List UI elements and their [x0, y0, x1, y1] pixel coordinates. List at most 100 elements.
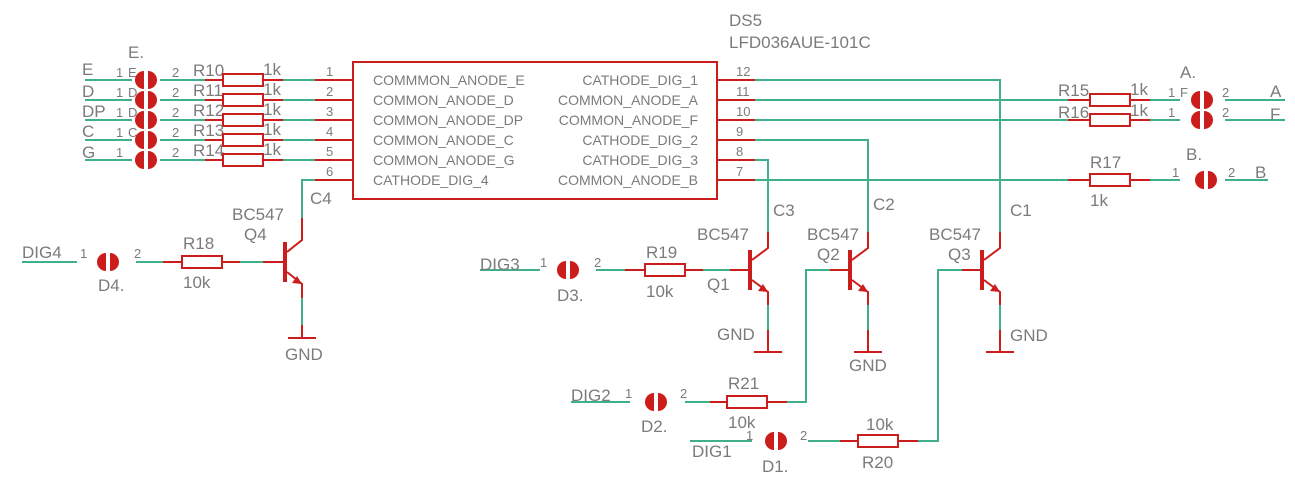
solder-jumper [1191, 91, 1213, 109]
net-label: E [82, 60, 93, 79]
jumper-pin: 1 [116, 85, 123, 100]
pin-name: CATHODE_DIG_3 [582, 152, 698, 168]
dig2-stage: DIG2 1 2 D2. R21 10k BC547 Q2 C2 GND [571, 195, 895, 436]
jumper-pin: 2 [800, 428, 807, 443]
solder-jumper [765, 432, 787, 450]
jumper-pin: 1 [116, 65, 123, 80]
pin-name: COMMMON_ANODE_E [373, 72, 525, 88]
wires [22, 79, 1285, 442]
ground-symbol [854, 330, 882, 353]
display-model: LFD036AUE-101C [729, 33, 871, 52]
jumper-pin: 1 [116, 145, 123, 160]
resistor-ref: R15 [1058, 81, 1089, 100]
jumper-name: E [128, 65, 137, 80]
ground-symbol [754, 330, 782, 353]
pin-name: COMMON_ANODE_B [558, 172, 698, 188]
resistor [163, 255, 240, 269]
pin-num: 2 [326, 84, 333, 99]
display-left-pins [315, 79, 353, 181]
jumper-ref: D1. [762, 457, 788, 476]
pin-name: COMMON_ANODE_G [373, 152, 515, 168]
pin-num: 10 [736, 104, 750, 119]
jumper-ref: D2. [641, 417, 667, 436]
resistor-value: 10k [728, 413, 756, 432]
resistor-ref: R20 [862, 453, 893, 472]
resistor-value: 1k [263, 80, 281, 99]
net-label: DIG4 [22, 243, 62, 262]
pin-num: 1 [326, 64, 333, 79]
jumper-pin: 2 [172, 65, 179, 80]
pin-num: 8 [736, 144, 743, 159]
net-label: B [1255, 163, 1266, 182]
dig1-stage: DIG1 1 2 D1. 10k R20 BC547 Q3 C1 GND [692, 201, 1048, 476]
net-label: F [1270, 105, 1280, 124]
resistor-ref: R13 [193, 121, 224, 140]
resistor [205, 93, 283, 107]
pin-num: 7 [736, 164, 743, 179]
pin-name: COMMON_ANODE_A [558, 92, 699, 108]
transistor-model: BC547 [697, 225, 749, 244]
jumper-ref: E. [128, 43, 144, 62]
jumper-pin: 2 [680, 386, 687, 401]
jumper-pin: 1 [625, 386, 632, 401]
resistor-ref: R17 [1090, 153, 1121, 172]
pin-name: COMMON_ANODE_C [373, 132, 514, 148]
jumper-ref: D4. [98, 276, 124, 295]
resistor-value: 1k [1090, 191, 1108, 210]
resistor-ref: R10 [193, 61, 224, 80]
transistor-ref: Q2 [817, 245, 840, 264]
dig3-stage: DIG3 1 2 D3. R19 10k BC547 Q1 C3 GND [480, 201, 795, 353]
jumper-pin: 1 [746, 428, 753, 443]
resistor-value: 1k [1130, 101, 1148, 120]
resistor-ref: R21 [728, 374, 759, 393]
resistor-value: 1k [263, 140, 281, 159]
jumper-pin: 2 [172, 105, 179, 120]
ground-symbol [986, 330, 1014, 353]
solder-jumper [135, 71, 157, 89]
transistor-ref: Q4 [244, 225, 267, 244]
jumper-ref: B. [1186, 145, 1202, 164]
jumper-pin: 1 [80, 246, 87, 261]
resistor-ref: R19 [646, 243, 677, 262]
pin-num: 9 [736, 124, 743, 139]
resistor-value: 10k [866, 415, 894, 434]
right-segment-group: A. R15 1k 1 F 2 A R16 1k 1 2 F [1058, 63, 1282, 129]
solder-jumper [1191, 111, 1213, 129]
jumper-pin: 1 [116, 125, 123, 140]
pin-name: COMMON_ANODE_F [559, 112, 698, 128]
resistor-value: 1k [263, 100, 281, 119]
resistor-value: 1k [263, 60, 281, 79]
resistor [1068, 173, 1150, 187]
npn-transistor [962, 232, 1001, 305]
solder-jumper [135, 131, 157, 149]
ground-label: GND [717, 325, 755, 344]
dig4-stage: DIG4 1 2 D4. R18 10k BC547 Q4 C4 GND [22, 189, 332, 364]
resistor-ref: R18 [183, 234, 214, 253]
resistor-ref: R12 [193, 101, 224, 120]
solder-jumper [97, 253, 119, 271]
jumper-pin: 2 [1228, 165, 1235, 180]
net-label: DIG3 [480, 255, 520, 274]
net-label: A [1270, 82, 1282, 101]
net-label: G [82, 143, 95, 162]
net-label: DIG1 [692, 442, 732, 461]
display-ds5: DS5 LFD036AUE-101C 1 2 3 4 5 6 COMMMON_A… [315, 11, 871, 200]
solder-jumper [135, 111, 157, 129]
resistor [1068, 93, 1150, 107]
solder-jumper [135, 151, 157, 169]
left-segment-group: E. E 1 E 2 R10 1k D 1 D 2 R11 [82, 43, 283, 169]
solder-jumper [1195, 171, 1217, 189]
transistor-ref: Q1 [707, 275, 730, 294]
collector-label: C3 [773, 201, 795, 220]
transistor-model: BC547 [807, 225, 859, 244]
pin-num: 5 [326, 144, 333, 159]
transistor-model: BC547 [232, 205, 284, 224]
resistor [205, 73, 283, 87]
pin-name: COMMON_ANODE_DP [373, 112, 523, 128]
pin-num: 3 [326, 104, 333, 119]
pin-name: CATHODE_DIG_2 [582, 132, 698, 148]
jumper-pin: 2 [172, 85, 179, 100]
jumper-name: D [128, 85, 137, 100]
collector-label: C2 [873, 195, 895, 214]
jumper-ref: D3. [557, 286, 583, 305]
